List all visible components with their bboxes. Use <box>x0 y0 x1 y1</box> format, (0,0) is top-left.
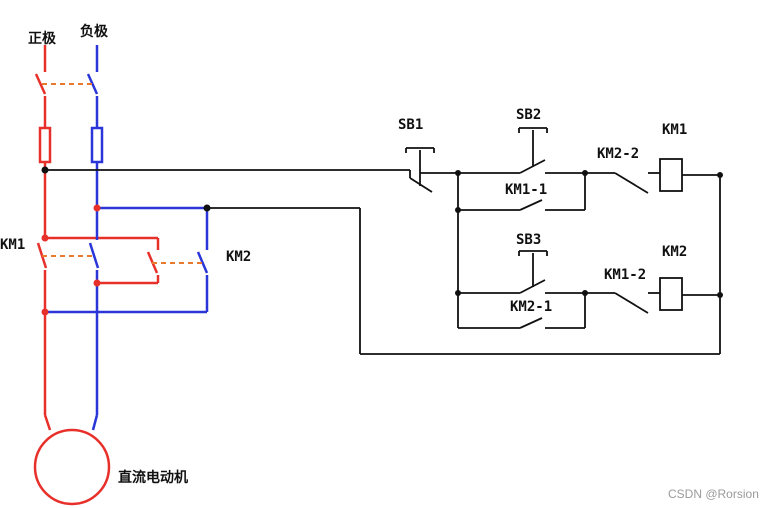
label-km1-2: KM1-2 <box>604 267 646 283</box>
label-km2-2: KM2-2 <box>597 146 639 162</box>
watermark: CSDN @Rorsion <box>668 487 759 501</box>
power-junctions <box>41 166 211 316</box>
label-km1-coil: KM1 <box>662 122 687 138</box>
dc-motor-symbol <box>33 428 111 506</box>
control-wiring <box>45 127 721 355</box>
label-sb2: SB2 <box>516 107 541 123</box>
control-junctions <box>455 170 723 298</box>
label-positive: 正极 <box>28 30 57 47</box>
label-km1-main: KM1 <box>0 237 25 253</box>
label-negative: 负极 <box>80 23 109 40</box>
label-km2-1: KM2-1 <box>510 299 552 315</box>
label-motor: 直流电动机 <box>118 469 188 486</box>
label-km2-coil: KM2 <box>662 244 687 260</box>
negative-supply-wiring <box>45 45 209 431</box>
fuse-negative <box>90 126 104 164</box>
fuse-positive <box>38 126 52 164</box>
label-km1-1: KM1-1 <box>505 182 547 198</box>
label-km2-main: KM2 <box>226 249 251 265</box>
label-sb3: SB3 <box>516 232 541 248</box>
mechanical-link-dashes <box>42 83 202 264</box>
label-sb1: SB1 <box>398 117 423 133</box>
